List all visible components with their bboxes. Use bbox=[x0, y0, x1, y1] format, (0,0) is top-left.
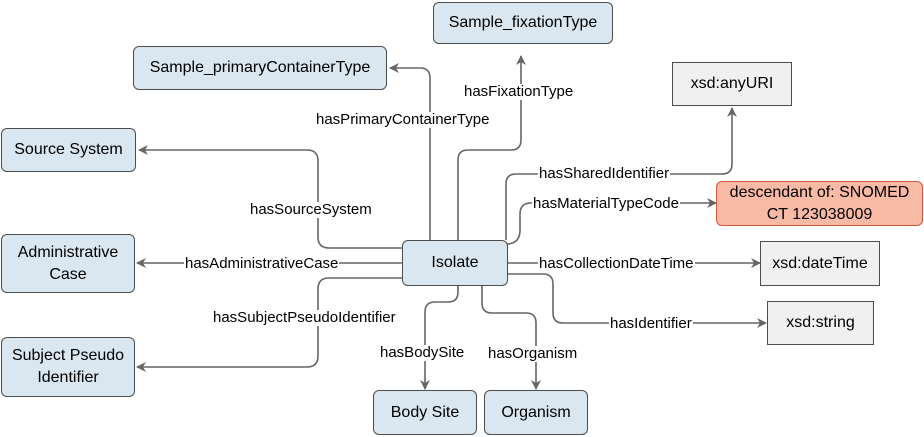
node-source-system[interactable]: Source System bbox=[1, 128, 136, 172]
node-isolate[interactable]: Isolate bbox=[402, 240, 508, 286]
edge-has-material-type-code bbox=[505, 198, 717, 245]
node-string[interactable]: xsd:string bbox=[767, 301, 874, 345]
edge-has-source-system bbox=[138, 145, 402, 249]
node-date-time[interactable]: xsd:dateTime bbox=[760, 241, 880, 286]
node-body-site[interactable]: Body Site bbox=[373, 390, 477, 435]
edge-has-organism bbox=[481, 286, 541, 390]
node-organism[interactable]: Organism bbox=[484, 390, 588, 435]
edge-label-has-material-type-code: hasMaterialTypeCode bbox=[532, 195, 680, 212]
edge-has-fixation-type bbox=[457, 55, 526, 240]
edge-label-has-source-system: hasSourceSystem bbox=[249, 201, 373, 218]
edge-label-has-body-site: hasBodySite bbox=[379, 344, 466, 361]
edge-label-has-organism: hasOrganism bbox=[487, 345, 579, 362]
node-subject-pseudo-identifier[interactable]: Subject Pseudo Identifier bbox=[1, 337, 135, 397]
edge-has-body-site bbox=[420, 286, 459, 390]
edge-label-has-primary-container-type: hasPrimaryContainerType bbox=[315, 111, 491, 128]
node-primary-container-type[interactable]: Sample_primaryContainerType bbox=[133, 46, 387, 90]
edge-label-has-fixation-type: hasFixationType bbox=[463, 83, 575, 100]
node-any-uri[interactable]: xsd:anyURI bbox=[672, 62, 792, 106]
edge-has-identifier bbox=[508, 273, 767, 328]
node-fixation-type[interactable]: Sample_fixationType bbox=[433, 2, 613, 44]
edge-label-has-administrative-case: hasAdministrativeCase bbox=[184, 255, 340, 272]
edge-label-has-collection-date-time: hasCollectionDateTime bbox=[538, 255, 695, 272]
edge-label-has-shared-identifier: hasSharedIdentifier bbox=[538, 165, 671, 182]
node-administrative-case[interactable]: Administrative Case bbox=[1, 234, 135, 293]
edge-label-has-subject-pseudo-identifier: hasSubjectPseudoIdentifier bbox=[212, 309, 397, 326]
node-snomed[interactable]: descendant of: SNOMED CT 123038009 bbox=[716, 181, 923, 226]
edge-label-has-identifier: hasIdentifier bbox=[609, 315, 693, 332]
edge-has-primary-container-type bbox=[389, 63, 431, 240]
